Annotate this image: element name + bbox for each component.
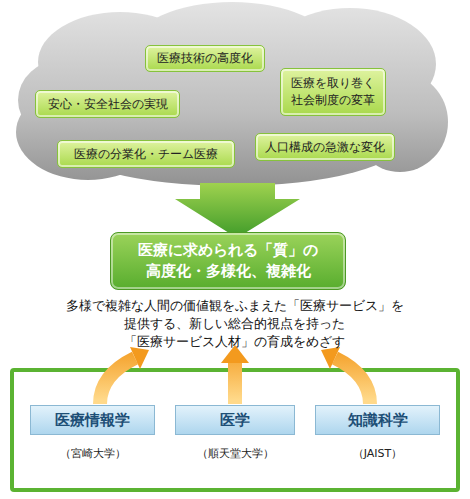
box-label: 知識科学 xyxy=(348,411,408,430)
trend-box: 医療技術の高度化 xyxy=(145,45,265,72)
institution-label: （宮崎大学） xyxy=(21,446,164,461)
box-label: 医療情報学 xyxy=(55,411,130,430)
flow-down-arrow xyxy=(175,183,300,238)
box-label: 医療の分業化・チーム医療 xyxy=(74,146,218,163)
box-label: 医療技術の高度化 xyxy=(157,50,253,67)
box-label: 医学 xyxy=(220,411,250,430)
trend-box: 医療の分業化・チーム医療 xyxy=(57,140,235,168)
trend-box: 安心・安全社会の実現 xyxy=(35,90,180,118)
box-label: 安心・安全社会の実現 xyxy=(48,96,168,113)
institution-label: （JAIST） xyxy=(306,446,449,461)
institution-label: （順天堂大学） xyxy=(166,446,304,461)
contribution-arrows xyxy=(100,345,370,404)
cloud-shape xyxy=(16,2,448,186)
box-label: 医療を取り巻く 社会制度の変革 xyxy=(287,75,379,109)
goal-statement: 多様で複雑な人間の価値観をふまえた「医療サービス」を 提供する、新しい総合的視点… xyxy=(58,297,411,351)
trend-box: 医療を取り巻く 社会制度の変革 xyxy=(280,68,386,116)
field-box: 知識科学（JAIST） xyxy=(315,405,440,435)
box-label: 人口構成の急激な変化 xyxy=(265,139,385,156)
trend-box: 人口構成の急激な変化 xyxy=(255,133,395,161)
field-box: 医学（順天堂大学） xyxy=(175,405,295,435)
box-label: 医療に求められる「質」の 高度化・多様化、複雑化 xyxy=(129,240,327,282)
field-box: 医療情報学（宮崎大学） xyxy=(30,405,155,435)
quality-box: 医療に求められる「質」の 高度化・多様化、複雑化 xyxy=(110,232,346,290)
